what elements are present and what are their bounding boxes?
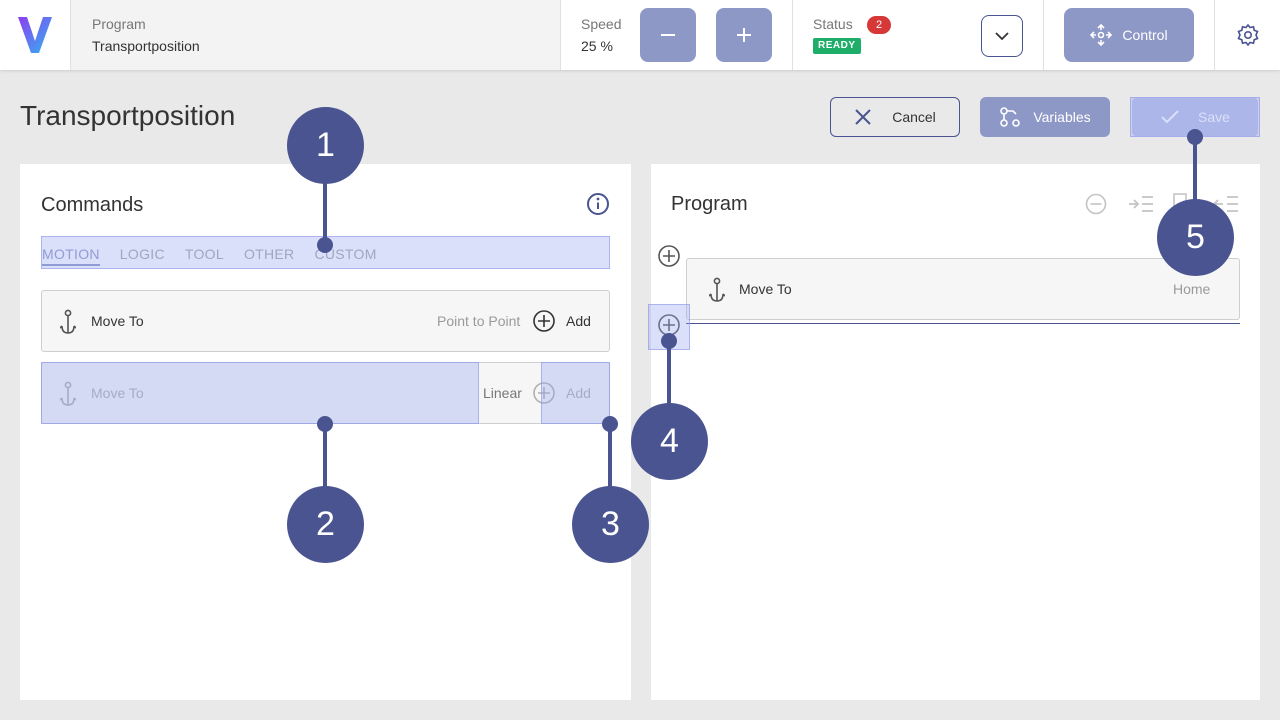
add-circle-icon[interactable] [532, 381, 556, 405]
indent-icon[interactable] [1128, 194, 1154, 214]
callout-3: 3 [572, 486, 649, 563]
callout-line [1193, 137, 1197, 237]
add-command-button[interactable]: Add [566, 385, 591, 401]
callout-1: 1 [287, 107, 364, 184]
save-label: Save [1198, 109, 1230, 125]
callout-2: 2 [287, 486, 364, 563]
command-row-ptp[interactable]: Move To Point to Point Add [41, 290, 610, 352]
insert-above-icon[interactable] [657, 244, 681, 268]
command-type: Point to Point [437, 313, 521, 329]
highlight-command-row [41, 362, 479, 424]
program-step[interactable]: Move To Home [686, 258, 1240, 320]
status-badge: READY [813, 38, 861, 54]
tab-logic[interactable]: LOGIC [119, 246, 165, 262]
callout-dot [661, 333, 677, 349]
command-label: Move To [91, 313, 144, 329]
close-icon [855, 109, 871, 125]
add-command-button[interactable]: Add [566, 313, 591, 329]
remove-circle-icon[interactable] [1085, 193, 1107, 215]
callout-dot [317, 416, 333, 432]
callout-line [608, 424, 612, 524]
command-type: Linear [483, 385, 522, 401]
minus-icon [661, 34, 675, 36]
info-icon[interactable] [586, 192, 610, 216]
anchor-icon [709, 277, 725, 302]
callout-dot [602, 416, 618, 432]
callout-line [323, 424, 327, 524]
page-title: Transportposition [20, 100, 236, 131]
control-button[interactable]: Control [1064, 8, 1194, 62]
callout-line [667, 341, 671, 441]
control-section: Control [1044, 0, 1215, 70]
callout-line [323, 145, 327, 245]
program-name: Transportposition [92, 38, 200, 54]
program-step-target: Home [1173, 281, 1211, 297]
logo [0, 0, 71, 70]
command-row-linear[interactable]: Move To Linear Add [41, 362, 610, 424]
status-label: Status [813, 16, 853, 32]
program-panel: Program Move To Home [651, 164, 1260, 700]
speed-control: Speed 25 % [561, 0, 793, 70]
tab-other[interactable]: OTHER [243, 246, 295, 262]
command-label: Move To [91, 385, 144, 401]
speed-increase-button[interactable] [716, 8, 772, 62]
program-label: Program [92, 16, 146, 32]
move-arrows-icon [1090, 24, 1113, 46]
program-indicator[interactable]: Program Transportposition [71, 0, 561, 70]
highlight-save-button [1130, 97, 1260, 137]
anchor-icon [60, 309, 76, 334]
app-logo-icon [18, 17, 52, 53]
tab-motion[interactable]: MOTION [42, 246, 100, 266]
status-indicator: Status 2 READY [793, 0, 1044, 70]
plus-icon [737, 28, 751, 42]
add-circle-icon[interactable] [532, 309, 556, 333]
tab-tool[interactable]: TOOL [184, 246, 224, 262]
speed-label: Speed [581, 16, 622, 32]
callout-4: 4 [631, 403, 708, 480]
top-bar: Program Transportposition Speed 25 % Sta… [0, 0, 1280, 70]
cancel-label: Cancel [892, 109, 936, 125]
settings-button[interactable] [1215, 0, 1280, 70]
variables-icon [1000, 107, 1021, 127]
gear-icon [1236, 23, 1259, 47]
insert-position-line [686, 323, 1240, 324]
status-count-badge: 2 [867, 16, 891, 34]
speed-decrease-button[interactable] [640, 8, 696, 62]
highlight-add-button [541, 362, 610, 424]
status-expand-button[interactable] [981, 15, 1023, 57]
callout-dot [317, 237, 333, 253]
variables-label: Variables [1033, 109, 1091, 125]
program-step-label: Move To [739, 281, 792, 297]
cancel-button[interactable]: Cancel [830, 97, 960, 137]
commands-title: Commands [41, 194, 144, 216]
control-label: Control [1122, 27, 1168, 43]
chevron-down-icon [995, 32, 1009, 41]
speed-value: 25 % [581, 38, 613, 54]
program-title: Program [671, 193, 748, 215]
check-icon [1161, 110, 1179, 124]
callout-5: 5 [1157, 199, 1234, 276]
callout-dot [1187, 129, 1203, 145]
anchor-icon [60, 381, 76, 406]
variables-button[interactable]: Variables [980, 97, 1110, 137]
commands-panel: Commands MOTION LOGIC TOOL OTHER CUSTOM … [20, 164, 631, 700]
